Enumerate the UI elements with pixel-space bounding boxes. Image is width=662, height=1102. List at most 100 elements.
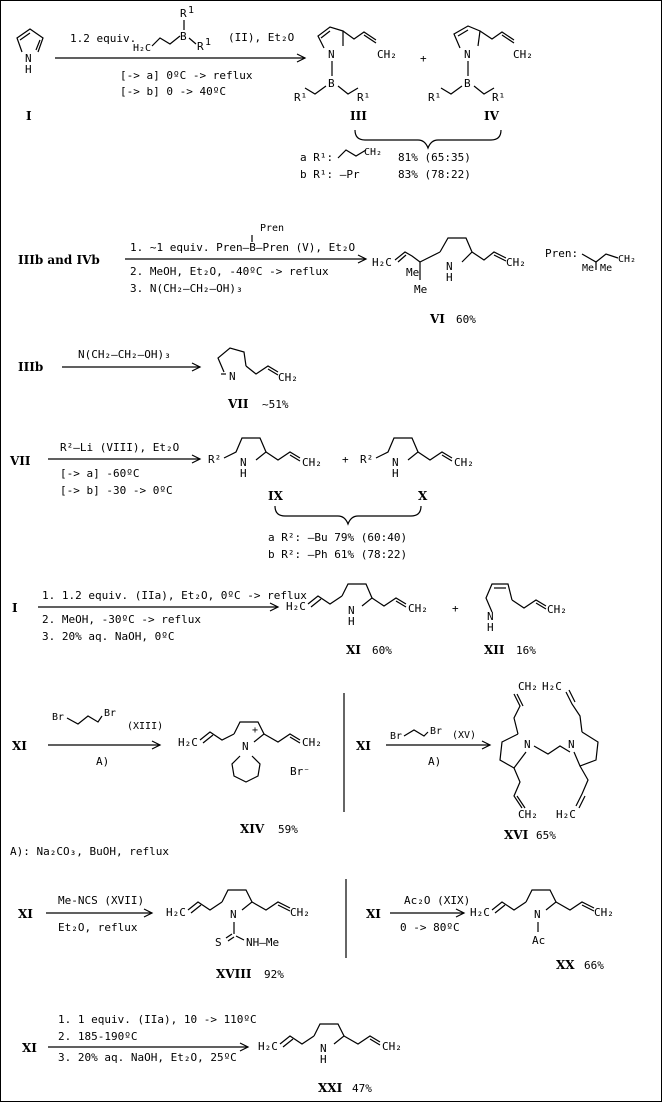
label-VI: VI — [429, 312, 445, 326]
brace-III-IV — [354, 129, 502, 150]
label-compound-I: I — [26, 109, 32, 123]
label-III: III — [350, 109, 367, 123]
arrow-1-head — [296, 53, 307, 63]
IV-n: N — [464, 48, 471, 61]
arrow-5-head — [269, 602, 280, 612]
condition-b: [-> b] 0 -> 40ºC — [120, 85, 226, 98]
plus-1: + — [420, 52, 427, 65]
III-r1-left: R¹ — [294, 91, 307, 104]
r1-top-sup: 1 — [188, 5, 194, 16]
X-r2: R² — [360, 453, 373, 466]
IV-r1-left: R¹ — [428, 91, 441, 104]
r1-right-sup: 1 — [205, 37, 211, 48]
XIV-n: N — [242, 740, 249, 753]
XX-ch2: CH₂ — [594, 906, 614, 919]
s4-start: VII — [9, 454, 31, 468]
XVI-bot-ch2b: H₂C — [556, 808, 576, 821]
arrow-8-head — [239, 1042, 250, 1052]
arrow-2-head — [357, 254, 368, 264]
s6-cond2: A) — [428, 755, 441, 768]
XV-br2: Br — [430, 726, 442, 737]
XIV-h2c: H₂C — [178, 736, 198, 749]
s2-step3: 3. N(CH₂—CH₂—OH)₃ — [130, 282, 243, 295]
arrow-7a-head — [143, 908, 154, 918]
allylborane-structure: H₂C B R 1 R 1 — [133, 5, 211, 54]
III-ch2: CH₂ — [377, 48, 397, 61]
plus-4: + — [342, 453, 349, 466]
pren-label: Pren: — [545, 247, 578, 260]
arrow-6a-head — [151, 740, 162, 750]
s7-cond2: 0 -> 80ºC — [400, 921, 460, 934]
pren-ch2: CH₂ — [618, 254, 636, 265]
footnote-A: A): Na₂CO₃, BuOH, reflux — [10, 845, 169, 858]
XX-n: N — [534, 908, 541, 921]
XVIII-s: S — [215, 936, 222, 949]
r1-top: R — [180, 7, 187, 20]
scheme-4: VII R²—Li (VIII), Et₂O [-> a] -60ºC [-> … — [9, 437, 474, 561]
pren-top: Pren — [260, 223, 284, 234]
label-XVI: XVI — [504, 828, 529, 842]
s6-tag: (XIII) — [127, 721, 163, 732]
label-XIV: XIV — [240, 822, 265, 836]
scheme-1: N H I 1.2 equiv. H₂C B R 1 R 1 (II), Et₂… — [16, 5, 533, 181]
compound-XVIII: H₂C N S NH—Me CH₂ — [166, 889, 310, 949]
XIII-br1: Br — [52, 712, 64, 723]
XXI-h: H — [320, 1053, 327, 1066]
s6-start: XI — [12, 739, 27, 753]
yield-4b: b R²: —Ph 61% (78:22) — [268, 548, 407, 561]
arrow-7b-head — [455, 908, 466, 918]
s5-step3: 3. 20% aq. NaOH, 0ºC — [42, 630, 174, 643]
XIII-br2: Br — [104, 708, 116, 719]
XVI-n1: N — [524, 738, 531, 751]
compound-IV: CH₂ N B R¹ R¹ — [428, 25, 533, 104]
brace-IX-X — [274, 505, 422, 526]
IX-n: N — [240, 456, 247, 469]
label-XII: XII — [484, 643, 505, 657]
pren-me: Me Me — [582, 263, 612, 274]
boron-atom: B — [180, 30, 187, 43]
XII-h: H — [487, 621, 494, 634]
XVI-n2: N — [568, 738, 575, 751]
scheme-2: IIIb and IVb Pren 1. ~1 equiv. Pren—B—Pr… — [18, 223, 636, 326]
dibromide-XIII: Br Br — [52, 708, 116, 725]
yield-4a: a R²: —Bu 79% (60:40) — [268, 531, 407, 544]
compound-XVI: CH₂ H₂C N N CH₂ H₂C — [499, 680, 599, 821]
plus-5: + — [452, 602, 459, 615]
yield-a-allyl — [337, 149, 367, 159]
IV-b: B — [464, 77, 471, 90]
compound-VII: N CH₂ — [217, 347, 298, 384]
VI-h: H — [446, 271, 453, 284]
XIV-br-minus: Br⁻ — [290, 765, 310, 778]
yield-a-ch2: CH₂ — [364, 147, 382, 158]
s7-start2: XI — [366, 907, 381, 921]
s8-step1: 1. 1 equiv. (IIa), 10 -> 110ºC — [58, 1013, 257, 1026]
label-XI: XI — [346, 643, 361, 657]
XVIII-h2c: H₂C — [166, 906, 186, 919]
condition-a: [-> a] 0ºC -> reflux — [120, 69, 253, 82]
X-n: N — [392, 456, 399, 469]
XXI-n: N — [320, 1042, 327, 1055]
s6-tag2: (XV) — [452, 730, 476, 741]
XII-ch2: CH₂ — [547, 603, 567, 616]
XIV-ch2: CH₂ — [302, 736, 322, 749]
arrow-4-head — [191, 454, 202, 464]
XV-br1: Br — [390, 731, 402, 742]
XVIII-nhme: NH—Me — [246, 936, 279, 949]
s2-start: IIIb and IVb — [18, 253, 100, 267]
yield-a-head: a R¹: — [300, 151, 333, 164]
XXI-h2c: H₂C — [258, 1040, 278, 1053]
label-IV: IV — [484, 109, 500, 123]
compound-XIV: H₂C N + CH₂ Br⁻ — [178, 721, 322, 783]
yield-a-rest: 81% (65:35) — [398, 151, 471, 164]
pyrrole-h: H — [25, 63, 32, 76]
label-X: X — [418, 489, 428, 503]
s8-step2: 2. 185-190ºC — [58, 1030, 137, 1043]
III-n: N — [328, 48, 335, 61]
label-VII: VII — [227, 397, 249, 411]
s7-reagent2: Ac₂O (XIX) — [404, 894, 470, 907]
compound-XI: H₂C N H CH₂ — [286, 583, 428, 628]
XVIII-n: N — [230, 908, 237, 921]
XI-ch2: CH₂ — [408, 602, 428, 615]
